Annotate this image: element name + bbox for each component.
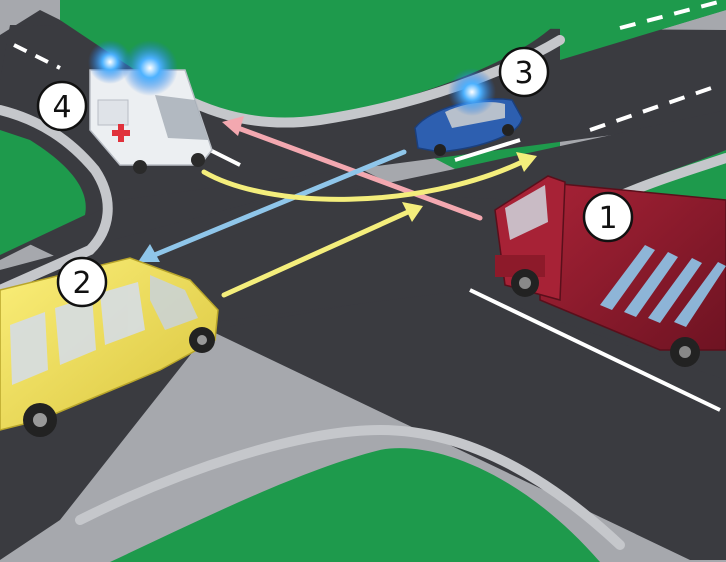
yellow-arrow-ambulance-left	[201, 159, 525, 202]
vehicle-number-2: 2	[56, 256, 108, 308]
yellow-arrowhead-bus	[402, 202, 423, 222]
yellow-arrowhead-ambulance	[516, 152, 537, 172]
vehicle-number-3: 3	[498, 46, 550, 98]
flashing-beacon-icon	[448, 68, 496, 116]
vehicle-number-4: 4	[36, 80, 88, 132]
red-cross-icon	[112, 124, 130, 142]
truck	[494, 175, 726, 367]
pink-arrowhead	[222, 116, 244, 136]
blue-arrow-car-straight	[149, 149, 407, 259]
trajectory-arrows	[138, 116, 537, 298]
bus-windows	[10, 282, 145, 385]
car	[414, 68, 523, 156]
number-3-label: 3	[514, 56, 533, 91]
yellow-arrow-bus-straight	[221, 209, 411, 298]
ambulance	[88, 40, 213, 174]
number-1-label: 1	[598, 201, 617, 236]
truck-stripes	[600, 245, 726, 327]
number-2-label: 2	[72, 266, 91, 301]
flashing-beacon-icon	[88, 40, 178, 96]
minibus	[0, 257, 219, 437]
blue-arrowhead	[138, 244, 160, 262]
lane-markings	[13, 0, 726, 412]
vehicle-number-1: 1	[582, 191, 634, 243]
number-4-label: 4	[52, 90, 71, 125]
